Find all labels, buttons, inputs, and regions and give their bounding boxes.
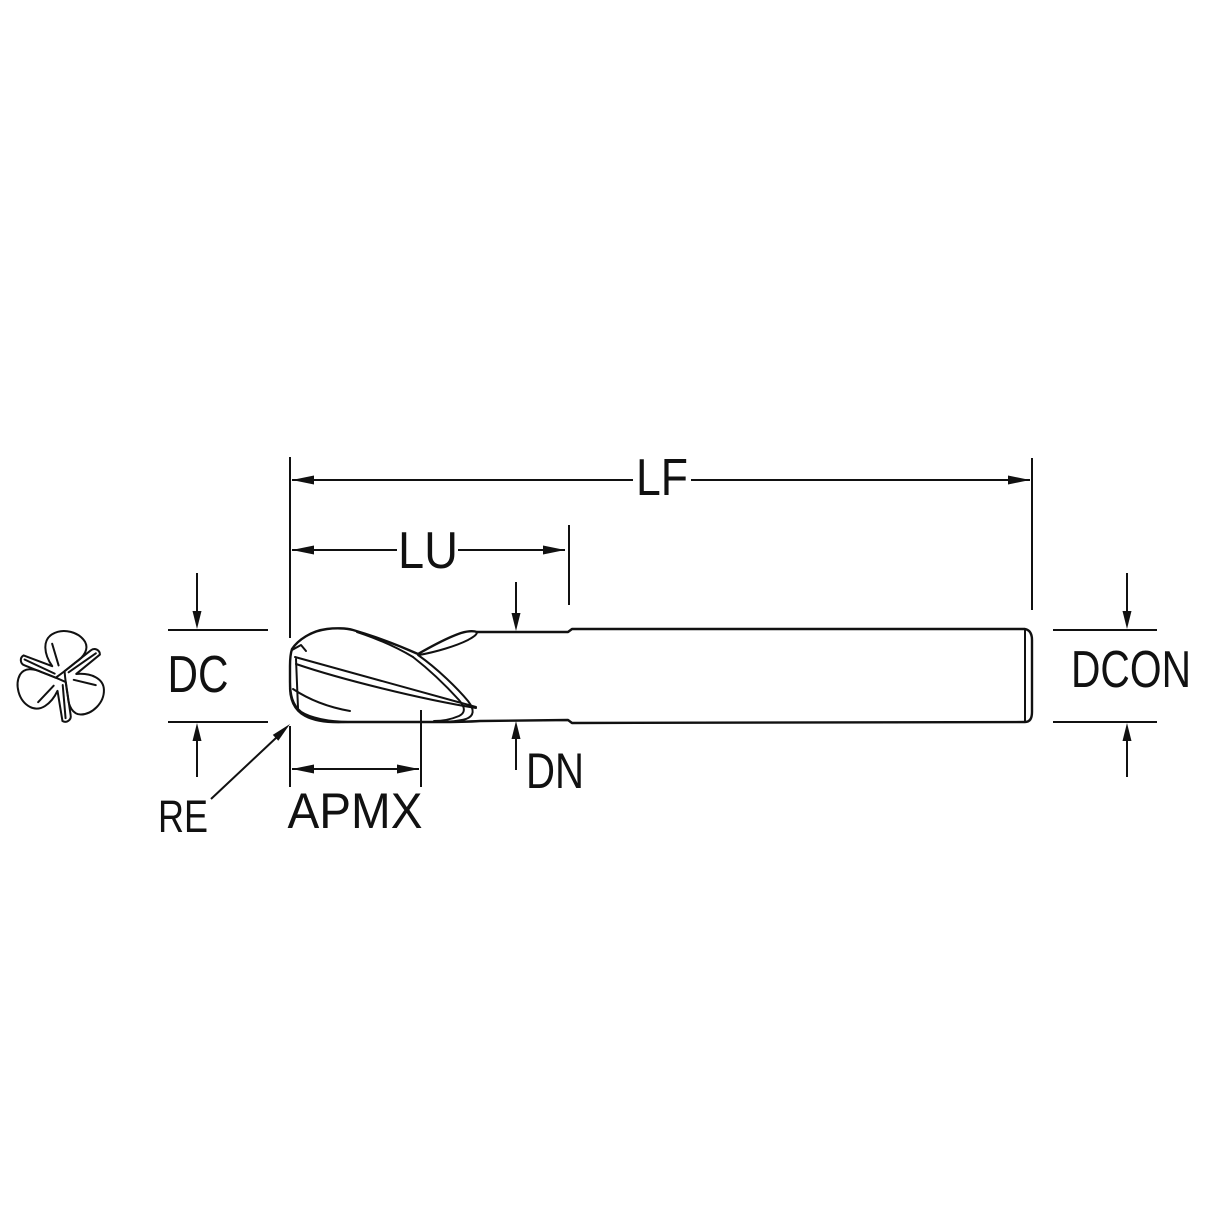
front-facet-line: [295, 658, 299, 709]
apmx-arrow-right: [397, 764, 419, 774]
dc-dimension: [192, 573, 202, 777]
apmx-arrow-left: [292, 764, 314, 774]
side-view-tool: [288, 627, 1034, 725]
lf-dimension: [292, 475, 1030, 485]
dn-arrow-down: [511, 613, 521, 631]
label-dcon: DCON: [1071, 641, 1191, 699]
end-view-cutter: [16, 630, 105, 723]
lf-arrow-right: [1008, 475, 1030, 485]
lu-dimension: [292, 545, 565, 555]
dcon-arrow-up: [1122, 723, 1132, 741]
front-cutting-edge-top: [294, 656, 477, 708]
dimension-labels: LF LU DC DCON DN APMX RE: [158, 449, 1191, 842]
helix-edge-upper-inner: [356, 631, 414, 658]
apmx-dimension: [292, 764, 419, 774]
end-view-lobes-stroke: [16, 630, 105, 723]
dimension-annotations: [168, 457, 1157, 800]
lu-arrow-right: [543, 545, 565, 555]
label-lf: LF: [636, 449, 688, 507]
helix-edge-lower-inner: [412, 656, 465, 722]
lu-arrow-left: [292, 545, 314, 555]
flute-leaf-edge: [418, 631, 478, 656]
label-re: RE: [158, 791, 208, 842]
dc-arrow-up: [192, 723, 202, 741]
re-leader: [210, 724, 290, 800]
re-arrowhead: [272, 724, 290, 741]
dcon-dimension: [1122, 573, 1132, 777]
dcon-arrow-down: [1122, 611, 1132, 629]
tool-silhouette: [288, 627, 1034, 725]
label-apmx: APMX: [288, 783, 423, 839]
helix-edge-lower-outer: [417, 654, 474, 723]
dn-dimension: [511, 582, 521, 770]
front-cutting-edge-bottom: [295, 663, 477, 709]
lower-gash-curve: [288, 682, 350, 724]
label-dc: DC: [168, 646, 229, 704]
front-facet-top: [291, 644, 307, 652]
dn-arrow-up: [511, 721, 521, 739]
dc-arrow-down: [192, 611, 202, 629]
lf-arrow-left: [292, 475, 314, 485]
label-lu: LU: [398, 522, 458, 580]
label-dn: DN: [526, 743, 584, 799]
